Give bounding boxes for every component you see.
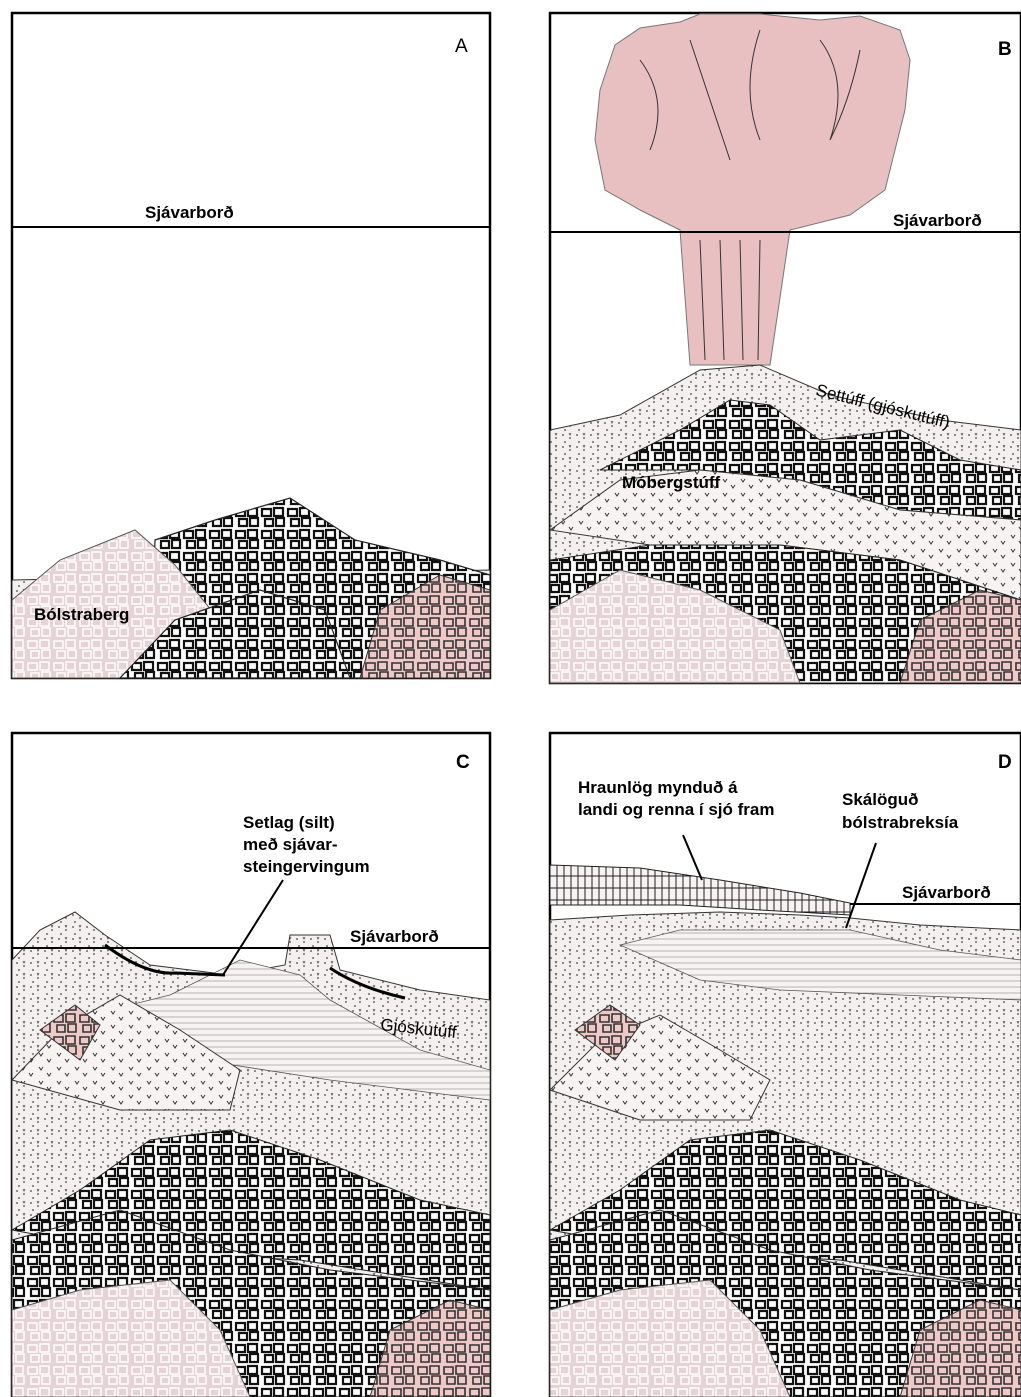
silt-label-line2: með sjávar- [243, 835, 338, 854]
sea-level-label: Sjávarborð [350, 927, 439, 946]
sea-level-label: Sjávarborð [902, 883, 991, 902]
panel-c: Sjávarborð C Setlag (silt) með sjávar- s… [12, 733, 490, 1397]
panel-letter: C [456, 752, 470, 773]
pillow-lava-label: Bólstraberg [34, 605, 129, 624]
silt-label-line1: Setlag (silt) [243, 813, 335, 832]
panel-a: Sjávarborð A Bólstraberg [12, 13, 490, 678]
breccia-label-line2: bólstrabreksía [842, 813, 959, 832]
panel-letter: B [998, 39, 1012, 60]
sea-level-label: Sjávarborð [893, 211, 982, 230]
mobergstuff-label: Móbergstúff [622, 473, 721, 492]
panel-letter: D [998, 752, 1012, 773]
lava-label-line2: landi og renna í sjó fram [578, 800, 774, 819]
sea-level-label: Sjávarborð [145, 203, 234, 222]
silt-label-line3: steingervingum [243, 857, 370, 876]
panel-d: Sjávarborð D Hraunlög mynduð á landi og … [550, 733, 1021, 1397]
breccia-label-line1: Skálöguð [842, 790, 919, 809]
panel-letter: A [455, 36, 468, 57]
panel-b: Sjávarborð B Settúff (gjóskutúff) Móberg… [550, 13, 1021, 683]
lava-label-line1: Hraunlög mynduð á [578, 778, 738, 797]
